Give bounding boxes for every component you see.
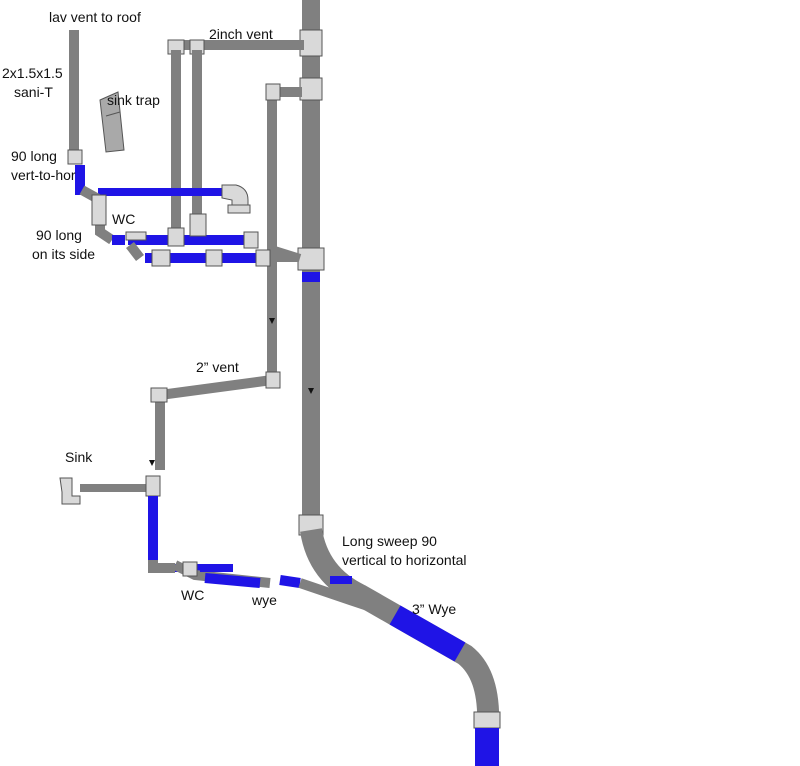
label-wye: wye [251, 592, 277, 608]
label-three-inch-wye: 3” Wye [412, 601, 456, 617]
label-long-sweep-line1: Long sweep 90 [342, 533, 437, 549]
labels: lav vent to roof 2x1.5x1.5 sani-T sink t… [2, 9, 467, 617]
label-sink-lower: Sink [65, 449, 93, 465]
flow-arrows [149, 318, 314, 466]
label-lav-vent: lav vent to roof [49, 9, 141, 25]
label-ninety-vert-line1: 90 long [11, 148, 57, 164]
long-sweep-drain [300, 527, 501, 766]
label-ninety-side-line2: on its side [32, 246, 95, 262]
label-sani-t-line1: 2x1.5x1.5 [2, 65, 63, 81]
upper-vents [67, 30, 304, 470]
label-two-inch-vent-top: 2inch vent [209, 26, 273, 42]
label-long-sweep-line2: vertical to horizontal [342, 552, 467, 568]
main-stack [297, 0, 325, 536]
upper-drains [75, 165, 298, 267]
label-sink-trap: sink trap [107, 92, 160, 108]
label-wc-lower: WC [181, 587, 204, 603]
label-ninety-side-line1: 90 long [36, 227, 82, 243]
label-two-inch-vent-mid: 2” vent [196, 359, 239, 375]
label-sani-t-line2: sani-T [14, 84, 53, 100]
label-wc-upper: WC [112, 211, 135, 227]
upper-sink-trap [99, 91, 125, 153]
lower-drains [59, 475, 382, 615]
label-ninety-vert-line2: vert-to-hor [11, 167, 76, 183]
